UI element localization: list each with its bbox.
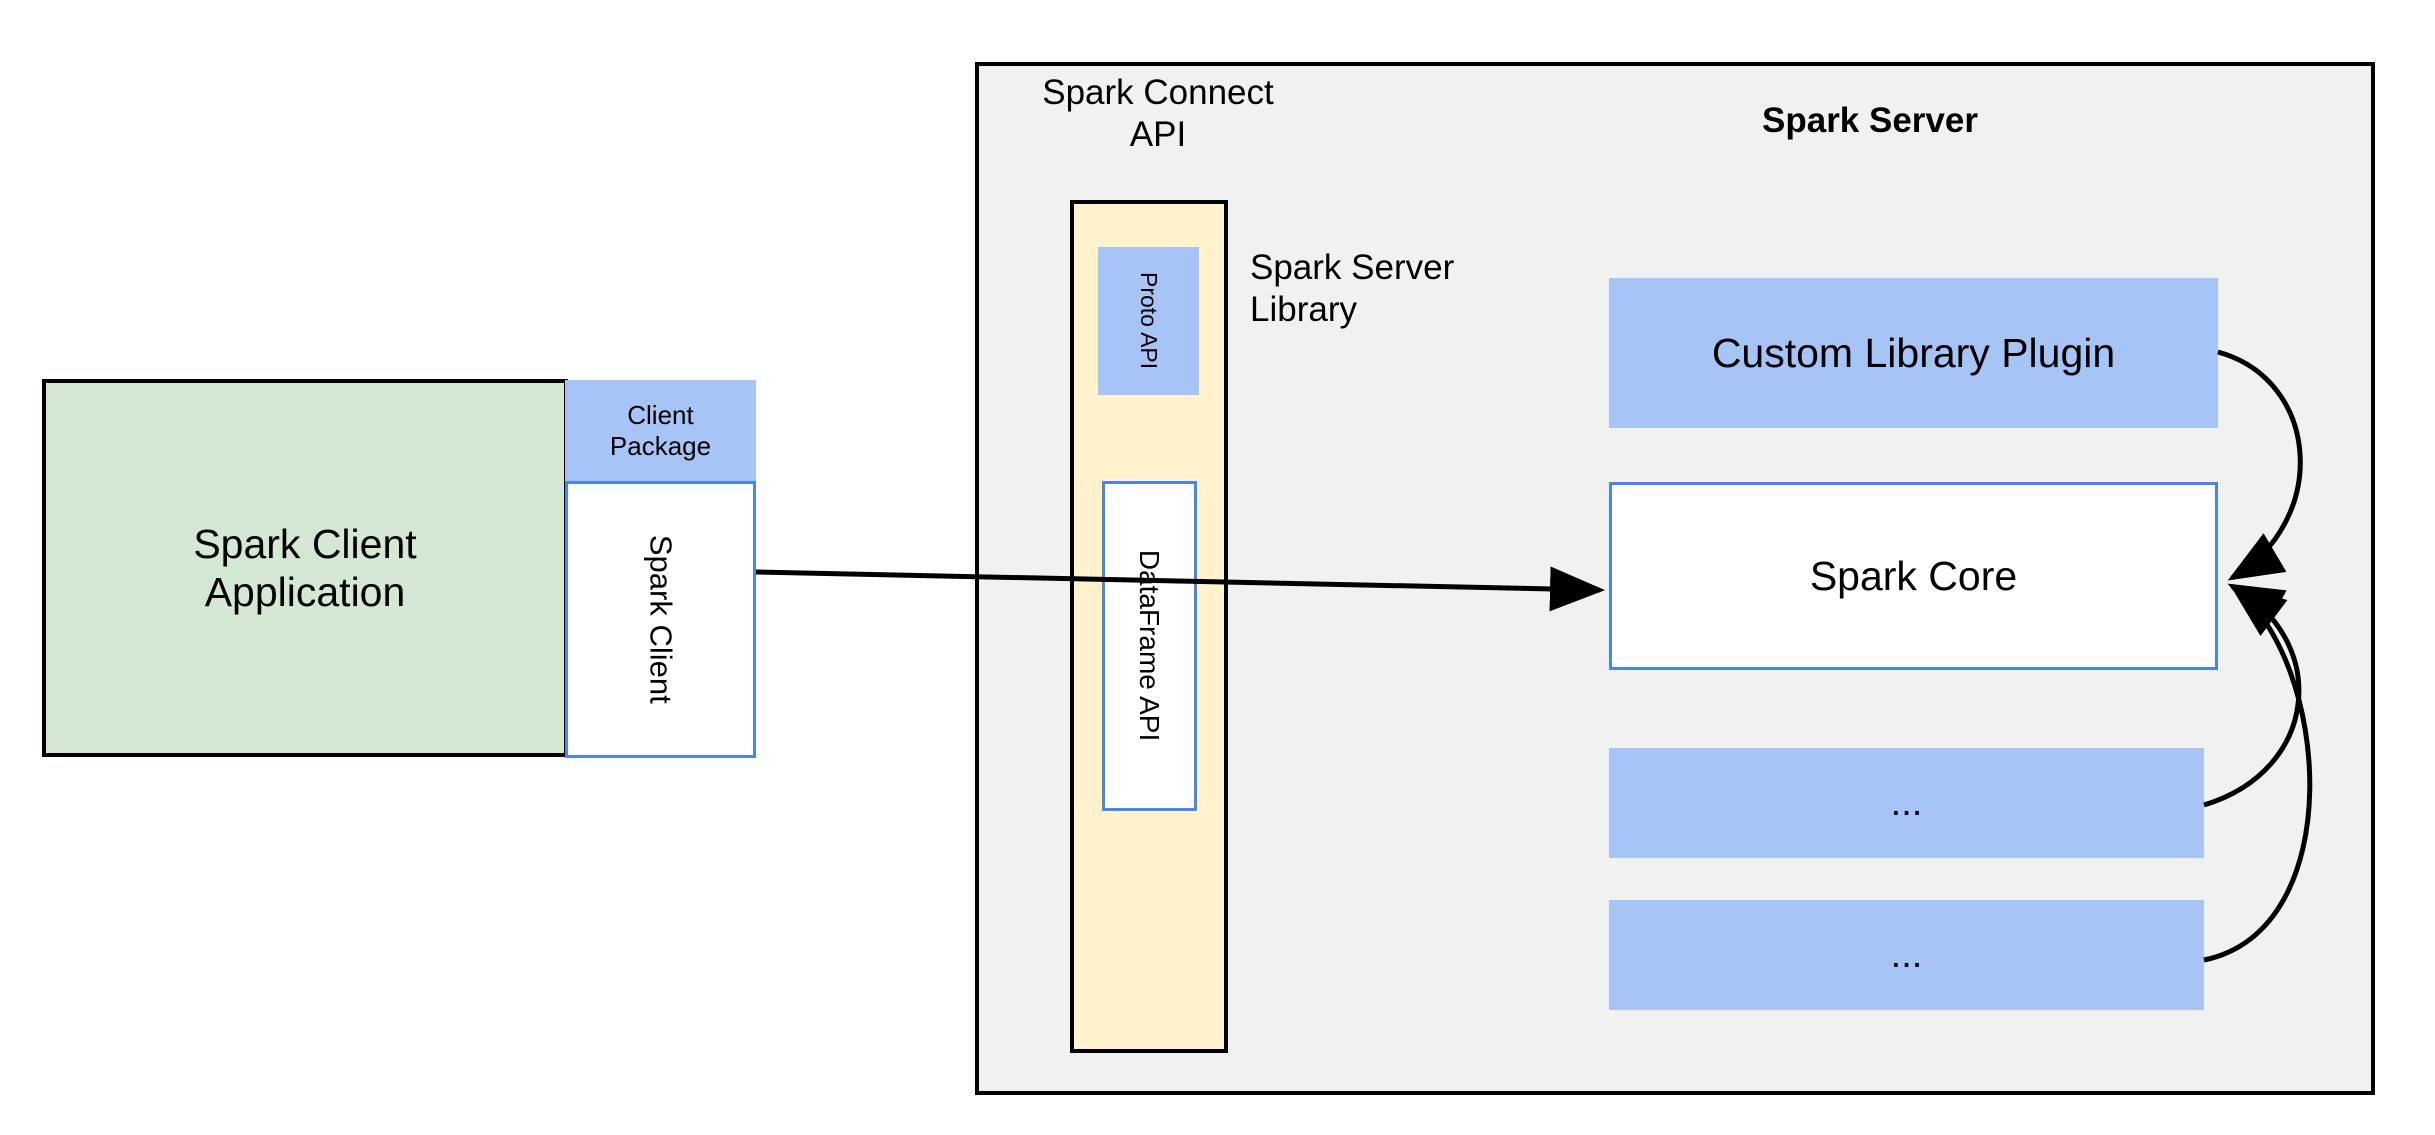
spark-connect-api-label: Spark Connect API: [1042, 73, 1274, 154]
spark-client-box[interactable]: Spark Client: [565, 481, 756, 758]
spark-server-title: Spark Server: [1762, 101, 1978, 140]
proto-api-box[interactable]: Proto API: [1098, 247, 1199, 395]
custom-library-plugin-box[interactable]: Custom Library Plugin: [1609, 278, 2218, 428]
spark-server-library-label: Spark Server Library: [1250, 248, 1455, 329]
spark-client-application-box[interactable]: Spark Client Application: [42, 379, 568, 757]
dataframe-api-label: DataFrame API: [1134, 550, 1166, 742]
client-package-box[interactable]: Client Package: [565, 380, 756, 481]
dataframe-api-box[interactable]: DataFrame API: [1102, 481, 1197, 811]
additional-plugin-box-1[interactable]: ...: [1609, 748, 2204, 858]
additional-plugin-box-2[interactable]: ...: [1609, 900, 2204, 1010]
spark-client-label: Spark Client: [643, 535, 679, 704]
spark-core-box[interactable]: Spark Core: [1609, 482, 2218, 670]
proto-api-label: Proto API: [1136, 272, 1163, 370]
